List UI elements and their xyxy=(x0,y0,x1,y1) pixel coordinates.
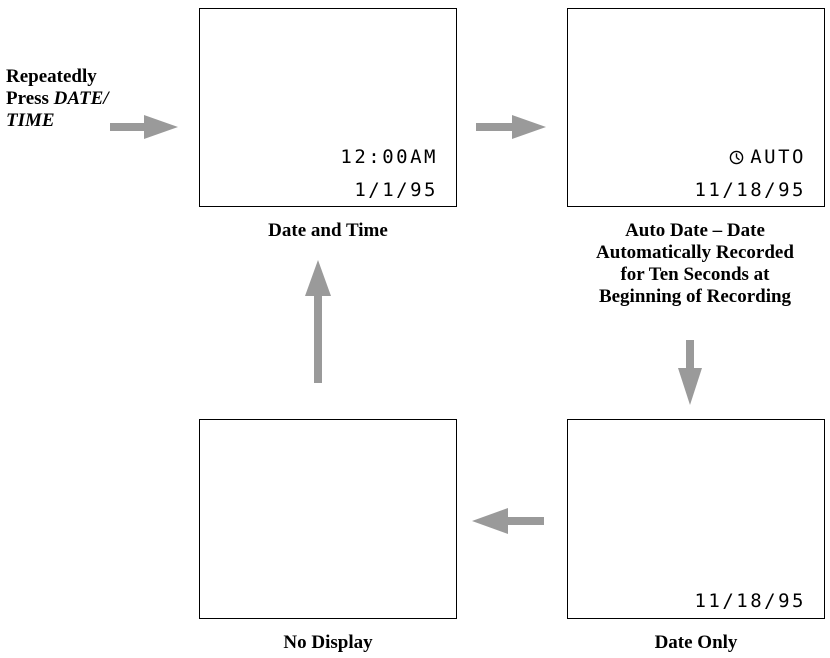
arrow-right-to-auto xyxy=(476,115,546,139)
date-readout: 1/1/95 xyxy=(354,179,438,201)
screen-no-display xyxy=(199,419,457,619)
clock-icon xyxy=(729,150,744,165)
screen-date-and-time: 12:00AM 1/1/95 xyxy=(199,8,457,207)
auto-label: AUTO xyxy=(750,146,806,168)
caption-auto-date-line-4: Beginning of Recording xyxy=(598,286,792,307)
arrow-right-intro xyxy=(110,115,178,139)
date-only-readout: 11/18/95 xyxy=(694,590,806,612)
caption-date-only: Date Only xyxy=(654,632,738,653)
auto-date-readout: 11/18/95 xyxy=(694,179,806,201)
caption-auto-date-line-2: Automatically Recorded xyxy=(596,242,794,263)
caption-auto-date: Auto Date – Date Automatically Recorded … xyxy=(560,220,830,308)
caption-auto-date-line-3: for Ten Seconds at xyxy=(620,264,770,285)
instruction-button-name: DATE/ xyxy=(53,88,109,109)
caption-date-and-time: Date and Time xyxy=(268,220,388,241)
arrow-down-to-date-only xyxy=(678,340,702,405)
arrow-left-to-no-display xyxy=(472,508,544,534)
screen-auto-date: AUTO 11/18/95 xyxy=(567,8,825,207)
instruction-line-1: Repeatedly xyxy=(6,66,97,87)
caption-no-display: No Display xyxy=(283,632,373,653)
time-readout: 12:00AM xyxy=(340,146,438,168)
auto-mode-indicator: AUTO xyxy=(729,146,806,168)
instruction-text: Repeatedly Press DATE/ TIME xyxy=(6,66,109,132)
instruction-line-3: TIME xyxy=(6,110,55,131)
instruction-line-2: Press DATE/ xyxy=(6,88,109,110)
screen-date-only: 11/18/95 xyxy=(567,419,825,619)
caption-auto-date-line-1: Auto Date – Date xyxy=(625,220,765,241)
arrow-up-to-date-and-time xyxy=(305,260,331,383)
instruction-press: Press xyxy=(6,88,54,109)
